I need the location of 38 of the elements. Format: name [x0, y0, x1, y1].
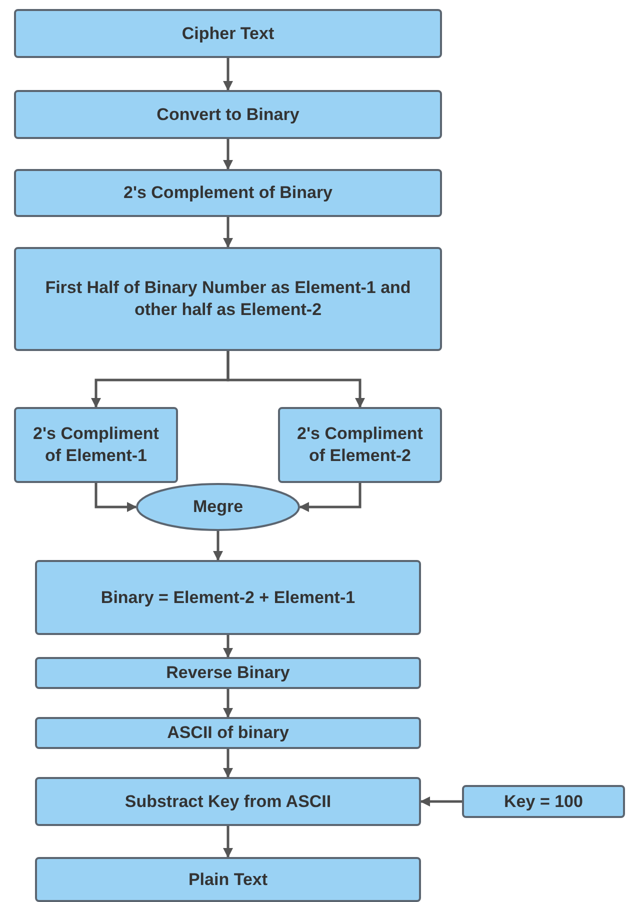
arrow — [420, 796, 462, 806]
node-label: ASCII of binary — [167, 722, 289, 744]
node-label: Cipher Text — [182, 22, 274, 44]
arrow — [94, 483, 137, 512]
process-box — [14, 9, 442, 58]
process-box — [35, 777, 421, 826]
process-box — [35, 560, 421, 635]
process-box — [14, 90, 442, 139]
node-label: 2's Compliment of Element-1 — [32, 423, 160, 467]
node-label: 2's Complement of Binary — [123, 182, 333, 204]
process-box — [462, 785, 625, 818]
node-label: First Half of Binary Number as Element-1 and other half as Element-2 — [44, 277, 412, 321]
arrow — [223, 217, 233, 248]
merge-ellipse — [136, 483, 300, 531]
arrow — [213, 531, 223, 561]
arrow — [299, 483, 362, 512]
node-label: Reverse Binary — [166, 662, 290, 684]
node-label: Binary = Element-2 + Element-1 — [100, 586, 356, 608]
arrow — [223, 58, 233, 91]
process-box — [278, 407, 442, 483]
arrow — [223, 635, 233, 658]
arrow — [223, 689, 233, 718]
process-box — [14, 169, 442, 217]
node-label: Megre — [192, 496, 244, 518]
node-label: Key = 100 — [504, 790, 583, 812]
node-label: Convert to Binary — [156, 104, 300, 126]
arrow — [223, 749, 233, 778]
process-box — [35, 857, 421, 902]
arrow — [226, 351, 365, 408]
node-label: Substract Key from ASCII — [124, 790, 332, 812]
arrow — [223, 826, 233, 858]
arrow — [223, 139, 233, 170]
process-box — [14, 247, 442, 351]
process-box — [14, 407, 178, 483]
node-label: Plain Text — [188, 868, 268, 890]
node-label: 2's Compliment of Element-2 — [296, 423, 424, 467]
process-box — [35, 717, 421, 749]
process-box — [35, 657, 421, 689]
